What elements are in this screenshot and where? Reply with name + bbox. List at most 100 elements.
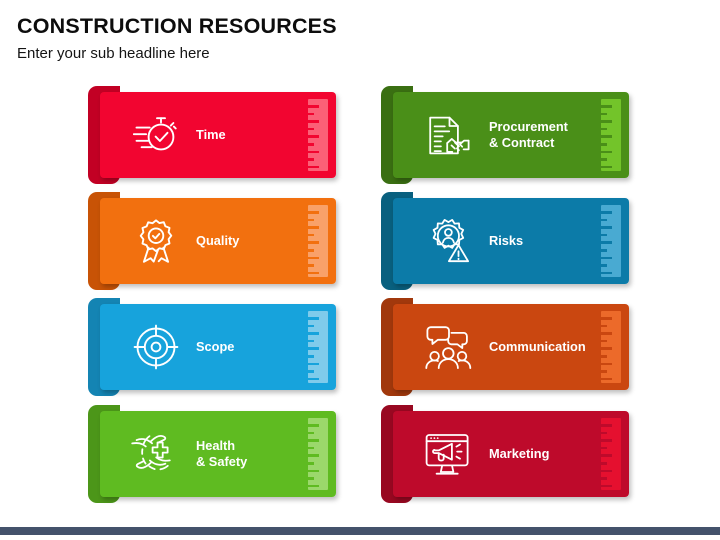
ruler-tick: [601, 241, 612, 244]
ruler-tick: [601, 256, 612, 260]
banner-body[interactable]: [100, 92, 336, 178]
ruler-tick: [308, 264, 314, 267]
ruler-tick: [308, 233, 314, 237]
ruler-tick: [308, 317, 319, 320]
banner-communication[interactable]: Communication: [381, 298, 629, 396]
ruler-tick: [308, 158, 314, 161]
banner-time[interactable]: Time: [88, 86, 336, 184]
banner-risks[interactable]: Risks: [381, 192, 629, 290]
ruler-tick: [601, 469, 612, 473]
ruler-tick: [308, 112, 314, 116]
ruler-tick: [601, 249, 607, 252]
ruler-tick: [308, 105, 319, 108]
ruler-tick: [601, 484, 612, 488]
ruler-tick: [601, 477, 607, 480]
ruler-tick: [308, 324, 314, 328]
ruler-tick: [601, 339, 607, 343]
ruler-tick: [308, 143, 314, 146]
banner-body[interactable]: [393, 92, 629, 178]
banner-health-and-safety[interactable]: Health & Safety: [88, 405, 336, 503]
ruler-tick: [308, 150, 319, 154]
ruler-tick: [601, 454, 612, 457]
ruler-tick: [601, 135, 612, 138]
ruler-tick: [601, 377, 612, 381]
ruler-tick: [601, 317, 612, 320]
ruler-tick: [601, 462, 607, 465]
ruler-tick: [601, 211, 612, 214]
ruler-tick: [308, 484, 319, 488]
banner-body[interactable]: [393, 411, 629, 497]
ruler-tick: [308, 431, 314, 435]
ruler-tick: [601, 347, 612, 350]
banner-fill: [100, 411, 336, 497]
ruler-tick: [308, 241, 319, 244]
ruler-tick: [308, 218, 314, 222]
banner-body[interactable]: [100, 411, 336, 497]
ruler-tick: [601, 105, 612, 108]
page-subtitle: Enter your sub headline here: [17, 44, 210, 62]
banner-procurement-and-contract[interactable]: Procurement & Contract: [381, 86, 629, 184]
banner-fill: [100, 92, 336, 178]
ruler-tick: [601, 362, 612, 366]
ruler-icon: [599, 203, 623, 279]
banner-body[interactable]: [393, 304, 629, 390]
ruler-tick: [308, 462, 314, 465]
ruler-icon: [599, 97, 623, 173]
ruler-tick: [308, 339, 314, 343]
slide-header: CONSTRUCTION RESOURCES Enter your sub he…: [17, 14, 677, 63]
ruler-tick: [601, 446, 607, 450]
banner-scope[interactable]: Scope: [88, 298, 336, 396]
ruler-tick: [308, 424, 319, 427]
ruler-tick: [601, 264, 607, 267]
ruler-tick: [308, 135, 319, 138]
banner-fill: [393, 304, 629, 390]
ruler-tick: [308, 271, 319, 275]
ruler-tick: [308, 446, 314, 450]
ruler-tick: [308, 127, 314, 131]
ruler-tick: [601, 112, 607, 116]
ruler-tick: [601, 150, 612, 154]
page-title: CONSTRUCTION RESOURCES: [17, 14, 337, 38]
ruler-icon: [599, 416, 623, 492]
ruler-tick: [601, 431, 607, 435]
ruler-tick: [308, 355, 314, 358]
banner-quality[interactable]: Quality: [88, 192, 336, 290]
ruler-tick: [601, 165, 612, 169]
banner-body[interactable]: [100, 198, 336, 284]
ruler-icon: [306, 309, 330, 385]
banner-fill: [100, 304, 336, 390]
ruler-icon: [306, 416, 330, 492]
ruler-tick: [308, 249, 314, 252]
ruler-tick: [601, 271, 612, 275]
ruler-tick: [601, 439, 612, 442]
banner-fill: [393, 411, 629, 497]
ruler-tick: [308, 165, 319, 169]
ruler-tick: [308, 120, 319, 123]
banner-fill: [393, 92, 629, 178]
ruler-tick: [308, 347, 319, 350]
ruler-tick: [601, 355, 607, 358]
banner-marketing[interactable]: Marketing: [381, 405, 629, 503]
ruler-tick: [308, 469, 319, 473]
ruler-tick: [308, 211, 319, 214]
banner-fill: [393, 198, 629, 284]
ruler-icon: [599, 309, 623, 385]
ruler-tick: [601, 424, 612, 427]
ruler-tick: [308, 256, 319, 260]
ruler-tick: [308, 332, 319, 335]
ruler-tick: [308, 362, 319, 366]
banner-body[interactable]: [393, 198, 629, 284]
ruler-tick: [308, 439, 319, 442]
ruler-tick: [601, 370, 607, 373]
banner-body[interactable]: [100, 304, 336, 390]
ruler-tick: [308, 477, 314, 480]
ruler-tick: [601, 226, 612, 229]
ruler-tick: [601, 218, 607, 222]
ruler-tick: [308, 226, 319, 229]
ruler-tick: [308, 377, 319, 381]
footer-bar: [0, 527, 720, 535]
ruler-tick: [601, 233, 607, 237]
ruler-tick: [601, 332, 612, 335]
